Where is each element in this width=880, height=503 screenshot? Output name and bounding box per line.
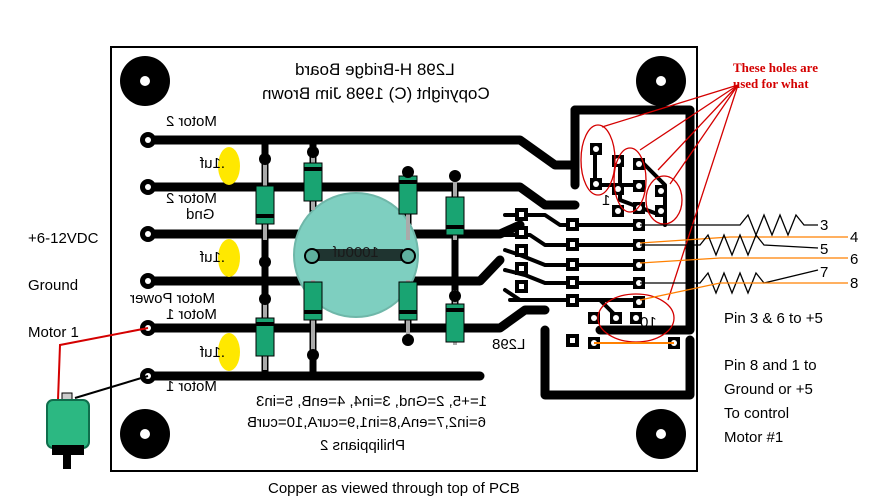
pin81-note-line2: Ground or +5	[724, 381, 813, 398]
resistor-label-5: 5	[820, 241, 829, 258]
resistor-label-8: 8	[850, 275, 859, 292]
motor-wiring	[46, 327, 149, 469]
cap-label-top: .1uf	[200, 155, 226, 172]
resistor-label-7: 7	[820, 264, 829, 281]
diodes	[255, 146, 465, 370]
mounting-holes	[120, 56, 686, 459]
cap-large-label: 1000uf	[333, 244, 379, 261]
bottom-text: Philippians 2	[320, 437, 406, 454]
pin-map-line1: 1=+5, 2=Gnd, 3=in4, 4=enB, 5=in3	[256, 393, 488, 410]
board-title: L298 H-Bridge Board	[295, 60, 455, 79]
pin81-note-line3: To control	[724, 405, 790, 422]
pin-one-label: 1	[602, 192, 611, 209]
supply-label: +6-12VDC	[28, 230, 99, 247]
label-motor1-top: Motor 1	[166, 306, 217, 323]
question-line1: These holes are	[733, 60, 818, 75]
resistor-lines	[639, 213, 848, 301]
label-motor2-top: Motor 2	[166, 113, 217, 130]
terminal-pads	[140, 132, 156, 384]
motor1-label: Motor 1	[28, 324, 79, 341]
chip-label: L298	[492, 336, 526, 353]
small-capacitors	[218, 147, 240, 371]
cap-label-bottom: .1uf	[200, 344, 226, 361]
label-motor2-gnd: Motor 2	[166, 190, 217, 207]
caption: Copper as viewed through top of PCB	[268, 480, 520, 497]
capacitor-bottom	[218, 333, 240, 371]
label-gnd: Gnd	[186, 206, 215, 223]
capacitor-middle	[218, 239, 240, 277]
board-copyright: Copyright (C) 1998 Jim Brown	[262, 84, 490, 103]
resistor-label-6: 6	[850, 251, 859, 268]
pin81-note-line1: Pin 8 and 1 to	[724, 357, 817, 374]
motor-body	[46, 399, 90, 449]
question-arrows	[601, 84, 739, 301]
pin-map-line2: 6=in2,7=enA,8=in1,9=curA,10=curB	[247, 414, 486, 431]
ground-label: Ground	[28, 277, 79, 294]
label-motor-power: Motor Power	[130, 290, 216, 307]
resistor-label-3: 3	[820, 217, 829, 234]
cap-label-middle: .1uf	[200, 249, 226, 266]
capacitor-top	[218, 147, 240, 185]
pin36-note: Pin 3 & 6 to +5	[724, 310, 823, 327]
pin81-note-line4: Motor #1	[724, 429, 784, 446]
label-motor1-bottom: Motor 1	[166, 378, 217, 395]
resistor-label-4: 4	[850, 229, 859, 246]
question-line2: used for what	[733, 76, 809, 91]
pin-ten-label: 10	[640, 314, 657, 331]
chip-pads	[515, 208, 579, 347]
